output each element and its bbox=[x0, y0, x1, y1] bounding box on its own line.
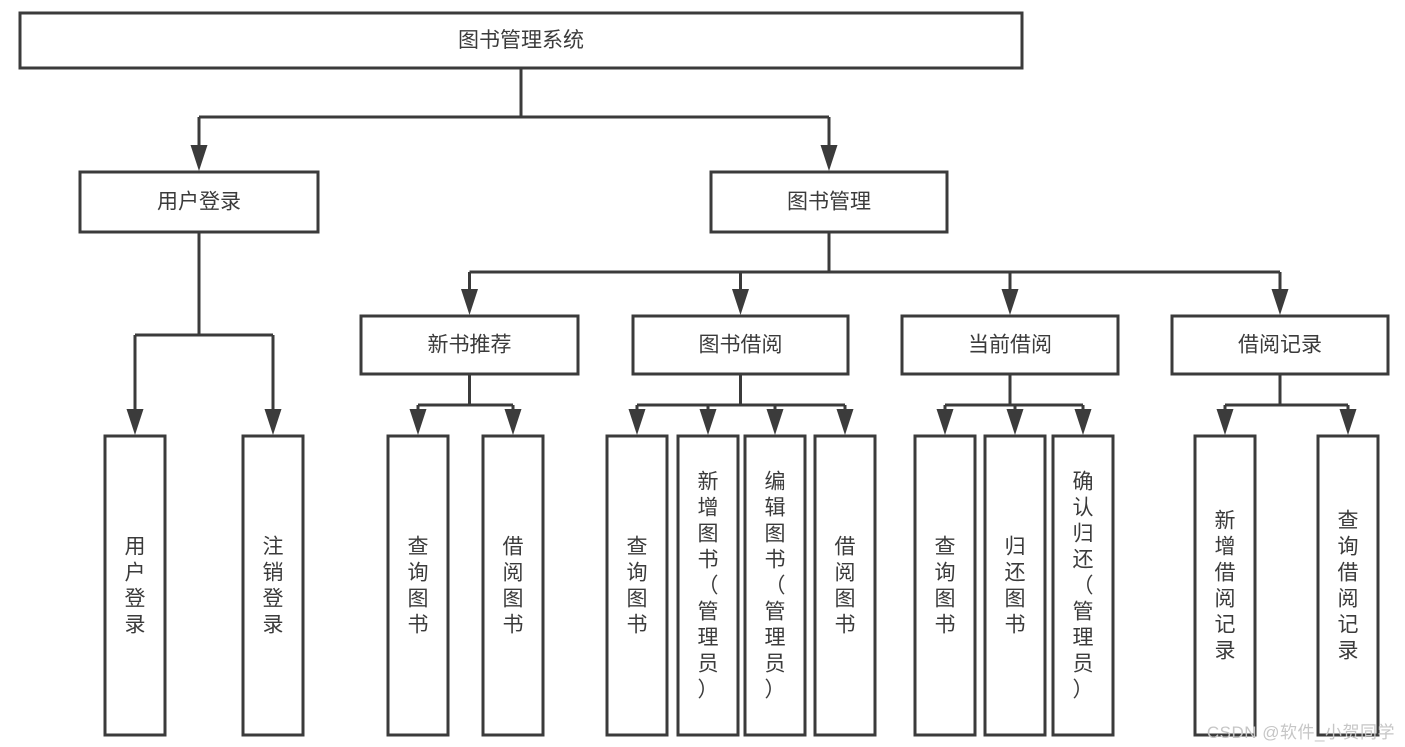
node-box[interactable] bbox=[78, 170, 320, 234]
node-box[interactable] bbox=[18, 11, 1024, 70]
node-leaf_user_login[interactable]: 用户登录 bbox=[103, 434, 167, 737]
node-label: 图书借阅 bbox=[699, 334, 783, 357]
node-l1_book[interactable]: 图书管理 bbox=[709, 170, 949, 234]
node-l2_record[interactable]: 借阅记录 bbox=[1170, 314, 1390, 376]
node-box[interactable] bbox=[359, 314, 580, 376]
node-leaf_bor_lend[interactable]: 借阅图书 bbox=[813, 434, 877, 737]
connector-arrow bbox=[628, 405, 646, 435]
node-label: 新书推荐 bbox=[428, 334, 512, 357]
node-label: 编辑图书（管理员） bbox=[765, 471, 786, 702]
node-leaf_rcd_query[interactable]: 查询借阅记录 bbox=[1316, 434, 1380, 737]
node-box[interactable] bbox=[1193, 434, 1257, 737]
node-box[interactable] bbox=[103, 434, 167, 737]
node-label: 注销登录 bbox=[263, 536, 284, 637]
edge-group-record-children bbox=[1216, 374, 1357, 435]
node-l1_user[interactable]: 用户登录 bbox=[78, 170, 320, 234]
node-leaf_user_logout[interactable]: 注销登录 bbox=[241, 434, 305, 737]
node-label: 查询图书 bbox=[408, 536, 429, 637]
node-label: 用户登录 bbox=[125, 536, 146, 637]
node-leaf_rcd_add[interactable]: 新增借阅记录 bbox=[1193, 434, 1257, 737]
node-box[interactable] bbox=[743, 434, 807, 737]
node-l2_current[interactable]: 当前借阅 bbox=[900, 314, 1120, 376]
edge-group-recommend-children bbox=[409, 374, 522, 435]
node-box[interactable] bbox=[983, 434, 1047, 737]
node-label: 借阅图书 bbox=[503, 536, 524, 637]
node-leaf_rec_query[interactable]: 查询图书 bbox=[386, 434, 450, 737]
node-box[interactable] bbox=[709, 170, 949, 234]
edges-layer bbox=[126, 68, 1357, 435]
edge-group-book-children bbox=[461, 232, 1289, 315]
node-leaf_cur_return[interactable]: 归还图书 bbox=[983, 434, 1047, 737]
connector-arrow bbox=[1271, 272, 1289, 315]
node-label: 确认归还（管理员） bbox=[1073, 471, 1094, 702]
node-box[interactable] bbox=[813, 434, 877, 737]
node-box[interactable] bbox=[1170, 314, 1390, 376]
connector-arrow bbox=[766, 405, 784, 435]
node-leaf_cur_query[interactable]: 查询图书 bbox=[913, 434, 977, 737]
node-box[interactable] bbox=[386, 434, 450, 737]
node-box[interactable] bbox=[900, 314, 1120, 376]
node-l2_recommend[interactable]: 新书推荐 bbox=[359, 314, 580, 376]
connector-arrow bbox=[264, 335, 282, 435]
node-label: 借阅图书 bbox=[835, 536, 856, 637]
node-l2_borrow[interactable]: 图书借阅 bbox=[631, 314, 850, 376]
node-root[interactable]: 图书管理系统 bbox=[18, 11, 1024, 70]
node-label: 查询借阅记录 bbox=[1338, 510, 1359, 663]
node-box[interactable] bbox=[605, 434, 669, 737]
node-box[interactable] bbox=[1051, 434, 1115, 737]
node-label: 图书管理 bbox=[787, 191, 871, 214]
connector-arrow bbox=[1074, 405, 1092, 435]
watermark-label: CSDN @软件_小贺同学 bbox=[1206, 723, 1395, 742]
node-label: 借阅记录 bbox=[1238, 334, 1322, 357]
node-leaf_rec_borrow[interactable]: 借阅图书 bbox=[481, 434, 545, 737]
node-leaf_bor_query[interactable]: 查询图书 bbox=[605, 434, 669, 737]
edge-group-root-children bbox=[190, 68, 838, 171]
connector-arrow bbox=[820, 117, 838, 171]
node-box[interactable] bbox=[481, 434, 545, 737]
connector-arrow bbox=[699, 405, 717, 435]
connector-arrow bbox=[1216, 405, 1234, 435]
node-label: 用户登录 bbox=[157, 191, 241, 214]
node-label: 图书管理系统 bbox=[458, 29, 584, 52]
node-box[interactable] bbox=[241, 434, 305, 737]
node-label: 归还图书 bbox=[1005, 536, 1026, 637]
node-box[interactable] bbox=[676, 434, 740, 737]
edge-group-user-children bbox=[126, 232, 282, 435]
node-box[interactable] bbox=[1316, 434, 1380, 737]
node-leaf_cur_confirm[interactable]: 确认归还（管理员） bbox=[1051, 434, 1115, 737]
connector-arrow bbox=[409, 405, 427, 435]
connector-arrow bbox=[461, 272, 478, 315]
edge-group-current-children bbox=[936, 374, 1092, 435]
node-box[interactable] bbox=[631, 314, 850, 376]
connector-arrow bbox=[836, 405, 854, 435]
node-label: 新增借阅记录 bbox=[1215, 510, 1236, 663]
node-leaf_bor_add[interactable]: 新增图书（管理员） bbox=[676, 434, 740, 737]
node-box[interactable] bbox=[913, 434, 977, 737]
node-leaf_bor_edit[interactable]: 编辑图书（管理员） bbox=[743, 434, 807, 737]
connector-arrow bbox=[1001, 272, 1019, 315]
edge-group-borrow-children bbox=[628, 374, 854, 435]
node-label: 查询图书 bbox=[627, 536, 648, 637]
connector-arrow bbox=[732, 272, 749, 315]
nodes-layer: 图书管理系统用户登录图书管理新书推荐图书借阅当前借阅借阅记录用户登录注销登录查询… bbox=[18, 11, 1390, 737]
node-label: 新增图书（管理员） bbox=[698, 471, 719, 702]
connector-arrow bbox=[126, 335, 144, 435]
connector-arrow bbox=[1339, 405, 1357, 435]
connector-arrow bbox=[936, 405, 954, 435]
node-label: 当前借阅 bbox=[968, 334, 1052, 357]
connector-arrow bbox=[190, 117, 208, 171]
connector-arrow bbox=[1006, 405, 1024, 435]
node-label: 查询图书 bbox=[935, 536, 956, 637]
connector-arrow bbox=[504, 405, 522, 435]
